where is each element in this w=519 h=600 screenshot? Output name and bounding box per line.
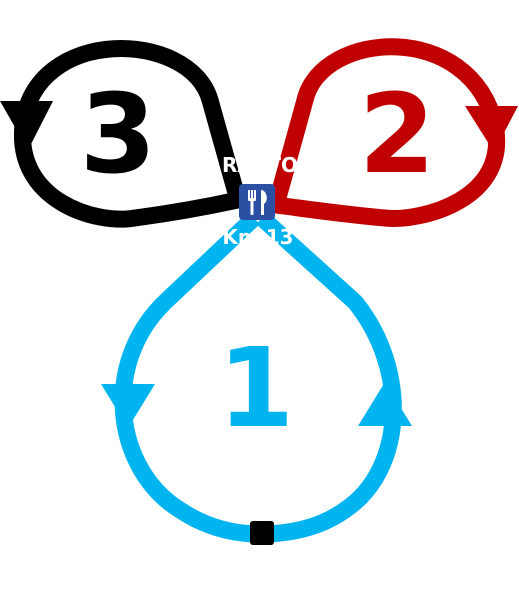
loop-1-arrow-right — [358, 382, 412, 426]
loop-2: 2 — [267, 38, 518, 227]
rest-area: RASTO Km 13 — [222, 153, 298, 249]
loop-3: 3 — [0, 40, 247, 228]
fork-knife-glyph — [248, 190, 267, 215]
loop-1-number: 1 — [218, 324, 295, 452]
rest-area-label-bottom: Km 13 — [222, 225, 293, 249]
loop-2-path — [267, 38, 506, 227]
loop-3-path — [14, 40, 247, 228]
loop-3-number: 3 — [80, 70, 157, 198]
loop-3-arrow — [0, 101, 53, 150]
loop-1: 1 — [101, 211, 412, 543]
loop-2-number: 2 — [359, 70, 436, 198]
loop-2-arrow — [465, 106, 518, 152]
start-square-icon — [250, 521, 274, 545]
rest-area-label-top: RASTO — [222, 153, 298, 177]
loop-1-arrow-left — [101, 384, 155, 428]
fork-knife-icon — [239, 184, 275, 220]
